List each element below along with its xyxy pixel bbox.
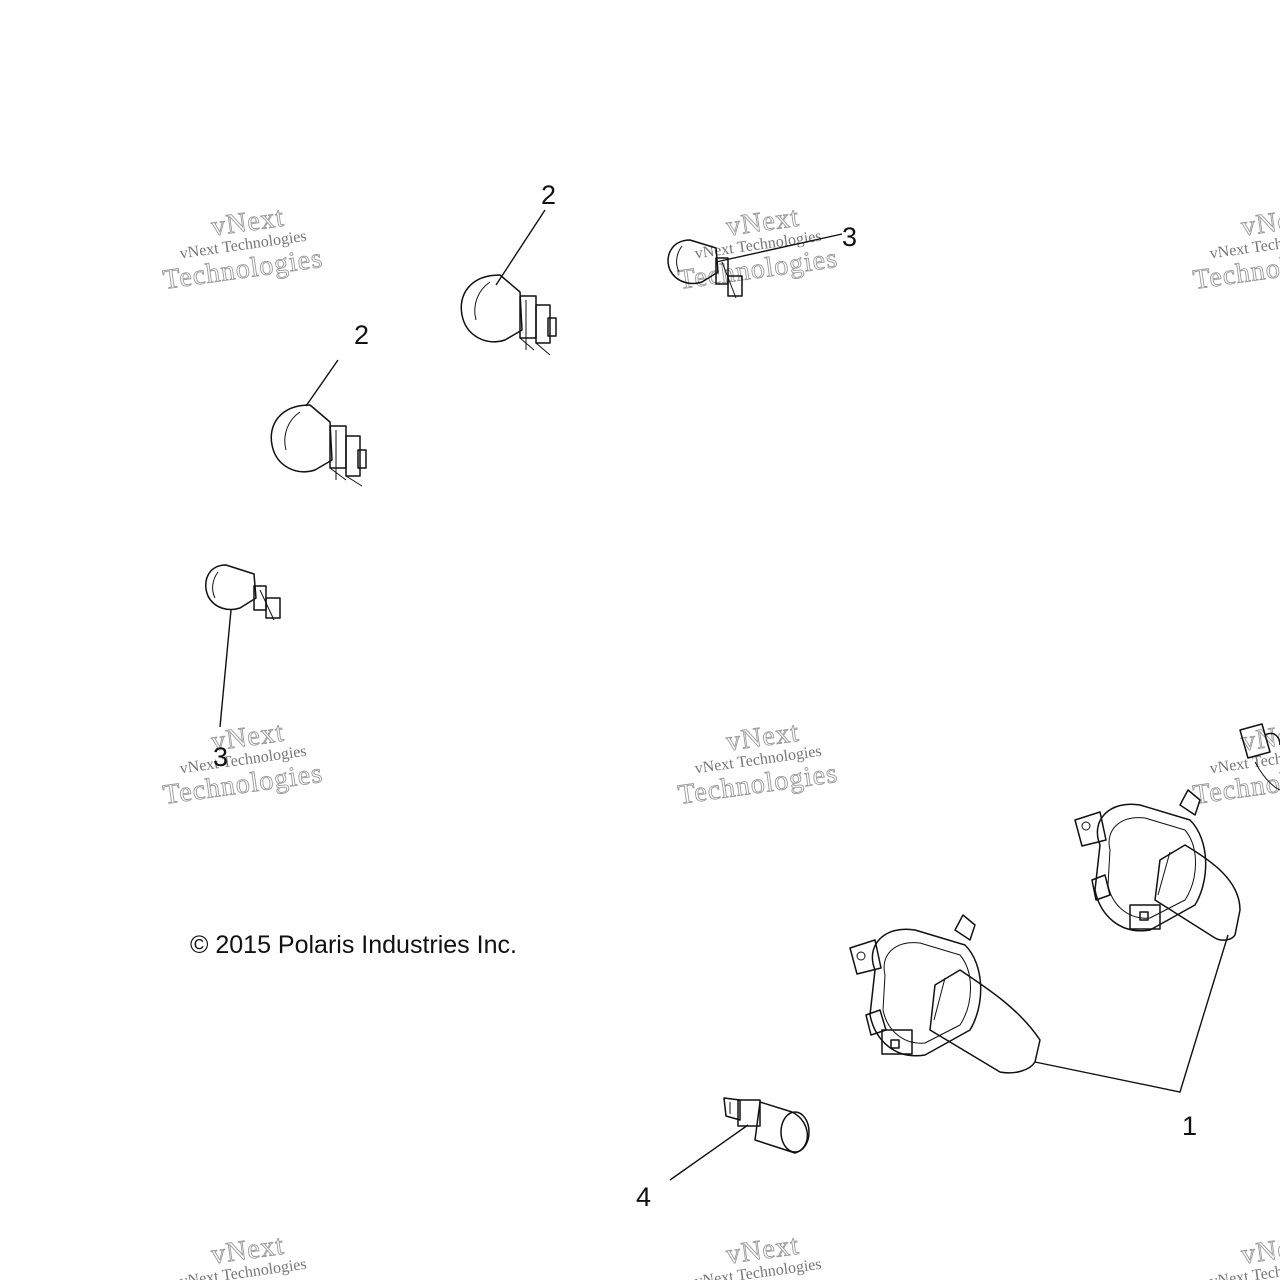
- callout-4: 4: [636, 1182, 651, 1212]
- watermark: vNext vNext Technologies Technologies: [161, 1229, 326, 1280]
- watermark: vNext vNext Technologies Technologies: [1191, 1229, 1280, 1280]
- callout-3-left: 3: [213, 742, 228, 772]
- wedge-bulb-2-upper: [460, 274, 557, 356]
- leader-line-1: [1034, 934, 1229, 1093]
- small-bulb-4: [723, 1097, 810, 1154]
- callout-2-upper: 2: [541, 180, 556, 210]
- watermark: vNext vNext Technologies Technologies: [676, 201, 841, 296]
- watermark: vNext vNext Technologies Technologies: [161, 201, 326, 296]
- leader-line-2-upper: [495, 209, 546, 286]
- copyright-text: © 2015 Polaris Industries Inc.: [190, 931, 517, 959]
- watermark-grid: vNext vNext Technologies Technologies vN…: [161, 201, 1280, 1280]
- callout-2-left: 2: [354, 320, 369, 350]
- watermark: vNext vNext Technologies Technologies: [676, 1229, 841, 1280]
- headlamp-bulb-1-rear: [1074, 789, 1241, 941]
- leader-line-3-left: [219, 609, 232, 728]
- watermark: vNext vNext Technologies Technologies: [161, 716, 326, 811]
- leader-line-4: [669, 1124, 749, 1181]
- small-bulb-3-upper: [667, 239, 743, 299]
- headlamp-bulb-1-front: [849, 914, 1041, 1074]
- callout-3-upper: 3: [842, 222, 857, 252]
- wedge-bulb-2-left: [270, 404, 367, 487]
- leader-line-2-left: [305, 359, 339, 407]
- watermark: vNext vNext Technologies Technologies: [676, 716, 841, 811]
- watermark: vNext vNext Technologies Technologies: [1191, 716, 1280, 811]
- callout-1: 1: [1182, 1111, 1197, 1141]
- small-bulb-3-left: [205, 564, 281, 621]
- leader-line-3-upper: [715, 233, 843, 263]
- watermark: vNext vNext Technologies Technologies: [1191, 201, 1280, 296]
